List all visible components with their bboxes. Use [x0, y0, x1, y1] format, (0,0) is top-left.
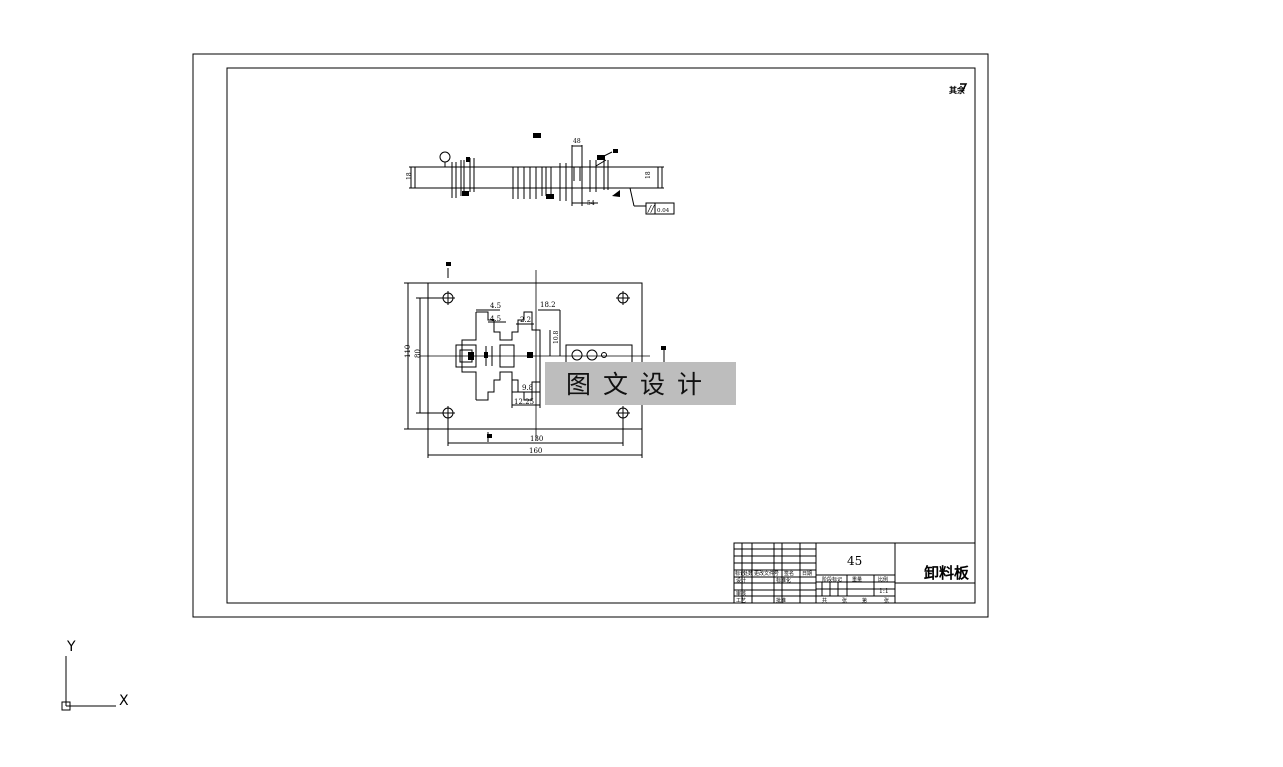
part-name-text: 卸料板	[924, 564, 970, 582]
tb-label-date: 日期	[802, 571, 812, 577]
tb-label-sheet-no: 第	[862, 597, 867, 604]
tb-label-design: 设计	[736, 577, 746, 584]
plan-view-marks	[446, 262, 666, 438]
dim-18-2: 18.2	[540, 301, 556, 309]
parallelism-frame	[645, 202, 675, 215]
dim-thickness-right: 18	[645, 171, 652, 179]
tb-label-change-doc: 更改文件号	[754, 570, 779, 577]
dim-9-8: 9.8	[522, 384, 533, 392]
ucs-origin-icon	[61, 701, 71, 711]
dim-width-overall: 160	[529, 447, 542, 455]
dim-width-holes: 130	[530, 435, 543, 443]
tb-label-total: 共	[822, 597, 827, 604]
parallelism-value: 0.04	[657, 208, 670, 214]
tb-label-sheet-b: 张	[884, 597, 889, 604]
plan-view	[404, 268, 665, 458]
dim-54: 54	[587, 200, 595, 207]
tb-label-mark: 标记	[735, 570, 745, 577]
roughness-note: 其余	[949, 83, 968, 95]
tb-label-count: 处数	[743, 570, 753, 577]
datum-circle-icon	[439, 151, 451, 163]
dim-4-5-a: 4.5	[490, 302, 501, 310]
dim-4-5-b: 4.5	[490, 315, 501, 323]
watermark-box	[545, 362, 736, 405]
title-block	[733, 542, 976, 604]
pilot-hole-2	[586, 349, 598, 361]
pilot-hole-3	[601, 352, 607, 358]
material-text: 45	[847, 554, 862, 568]
section-view-marks	[462, 133, 620, 199]
watermark: 图文设计	[545, 362, 736, 405]
dim-48: 48	[573, 138, 581, 145]
tb-label-sheet-a: 张	[842, 597, 847, 604]
ucs-x-label: X	[119, 693, 129, 709]
dim-12-25: 12.25	[514, 398, 534, 406]
ucs-icon	[61, 656, 116, 711]
roughness-symbol-icon	[960, 83, 968, 93]
scale-value: 1:1	[879, 588, 889, 595]
sheet-outer-border	[192, 53, 989, 618]
watermark-text: 图文设计	[566, 370, 714, 399]
pilot-hole-1	[571, 349, 583, 361]
parallelism-symbol-icon: //	[647, 205, 655, 215]
section-view	[409, 145, 675, 215]
tb-label-scale: 比例	[878, 576, 888, 583]
dim-10-8: 10.8	[553, 330, 560, 344]
title-block-text: 45 卸料板 标记 处数 更改文件号 签名 日期 设计 标准化 审核 工艺 批准…	[735, 554, 970, 604]
roughness-note-text: 其余	[949, 85, 966, 95]
dim-thickness-left: 18	[406, 172, 413, 180]
tb-label-review: 审核	[736, 590, 746, 597]
title-block-frame	[733, 542, 976, 604]
tb-label-weight: 重量	[852, 576, 862, 583]
ucs-y-label: Y	[66, 639, 76, 655]
tb-label-sign: 签名	[784, 570, 794, 577]
tb-label-standardize: 标准化	[776, 577, 791, 584]
dim-2-2: 2.2	[520, 316, 531, 324]
sheet-inner-frame	[226, 67, 976, 604]
tb-label-process: 工艺	[736, 598, 746, 604]
tb-label-approve: 批准	[776, 597, 786, 604]
tb-label-stage: 阶段标记	[822, 576, 842, 583]
dim-height-holes: 80	[414, 349, 422, 358]
dim-height-overall: 110	[404, 345, 412, 358]
